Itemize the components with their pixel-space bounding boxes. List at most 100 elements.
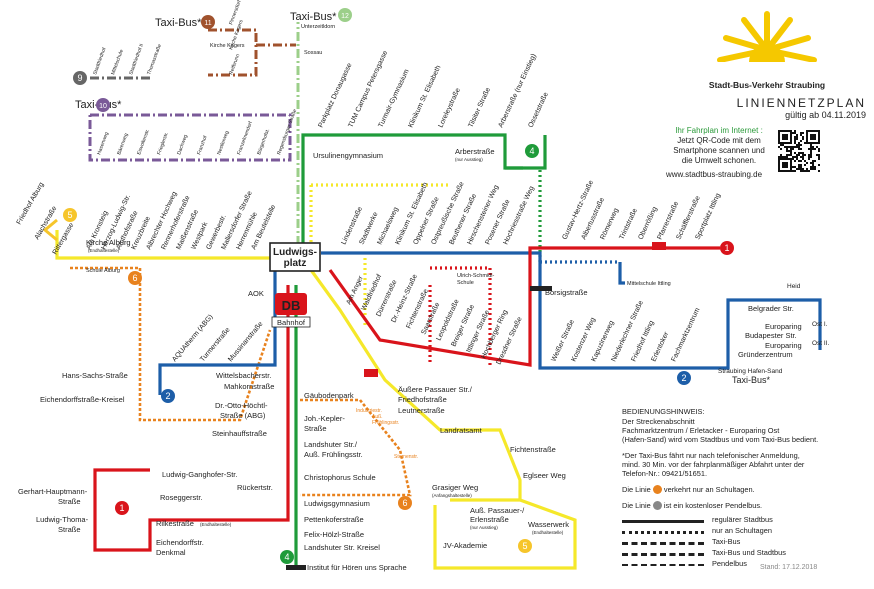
qr-module xyxy=(818,138,820,140)
east-stop-9: Hochriesstraße Weg xyxy=(502,185,535,246)
internet-line-2: Smartphone scannen und xyxy=(673,146,765,155)
qr-module xyxy=(782,144,784,146)
qr-module xyxy=(784,162,786,164)
qr-module xyxy=(790,142,792,144)
qr-module xyxy=(808,154,810,156)
qr-module xyxy=(778,138,780,140)
qr-module xyxy=(808,156,810,158)
qr-module xyxy=(810,166,812,168)
stop-mittelschule: Mittelschule Ittling xyxy=(627,281,671,287)
stop-kepler: Joh.-Kepler-Straße xyxy=(304,414,345,433)
qr-module xyxy=(780,170,782,172)
legend: regulärer Stadtbus nur an Schultagen Tax… xyxy=(622,515,852,570)
east-stop-labels: LindenstraßeStadtwerkeMichaelswegKliniku… xyxy=(340,181,535,246)
stop-fichten: Fichtenstraße xyxy=(510,445,556,454)
legend-label: nur an Schultagen xyxy=(712,526,772,535)
qr-module xyxy=(784,166,786,168)
qr-module xyxy=(798,148,800,150)
qr-module xyxy=(812,134,814,136)
qr-module xyxy=(778,162,780,164)
qr-module xyxy=(814,136,816,138)
qr-module xyxy=(812,146,814,148)
qr-module xyxy=(778,136,780,138)
green-stop-3: Klinikum St. Elisabeth xyxy=(407,64,442,128)
qr-module xyxy=(786,142,788,144)
qr-module xyxy=(788,142,790,144)
qr-module xyxy=(778,164,780,166)
line-badge-circle-4 xyxy=(280,550,294,564)
qr-module xyxy=(790,164,792,166)
qr-module xyxy=(778,140,780,142)
stop-felix-hoelzl: Felix-Hölzl-Straße xyxy=(304,530,364,539)
qr-module xyxy=(812,160,814,162)
qr-module xyxy=(790,146,792,148)
qr-module xyxy=(780,148,782,150)
sun-logo xyxy=(704,11,830,100)
line-badge-circle-12 xyxy=(338,8,352,22)
taxi10-stop-3: Frieglerstr. xyxy=(156,131,170,155)
website-link[interactable]: www.stadtbus-straubing.de xyxy=(666,170,763,179)
qr-module xyxy=(782,162,784,164)
stop-hauptmann-l2: Straße xyxy=(58,497,81,506)
qr-module xyxy=(802,152,804,154)
qr-module xyxy=(802,154,804,156)
qr-module xyxy=(778,132,780,134)
line-6-route xyxy=(70,266,412,497)
qr-module xyxy=(810,144,812,146)
line-badge-5: 5 xyxy=(522,541,527,551)
stop-belgrader: Belgrader Str. xyxy=(748,304,794,313)
qr-module xyxy=(814,160,816,162)
qr-module xyxy=(786,134,788,136)
stop-landshuter-fruehling: Landshuter Str./Auß. Frühlingsstr. xyxy=(304,440,363,459)
stop-budapester: Budapester Str. xyxy=(745,331,797,340)
qr-module xyxy=(802,156,804,158)
qr-module xyxy=(794,146,796,148)
qr-module xyxy=(790,158,792,160)
stop-christophorus: Christophorus Schule xyxy=(304,473,376,482)
qr-module xyxy=(808,130,810,132)
stop-thoma: Ludwig-Thoma-Straße xyxy=(36,515,89,534)
hints-p1: Der Streckenabschnitt Fachmarktzentrum /… xyxy=(622,417,819,444)
qr-module xyxy=(790,132,792,134)
internet-line-3: die Umwelt schonen. xyxy=(681,156,757,165)
qr-module xyxy=(808,142,810,144)
stop-sternenstr: Sternenstr. xyxy=(394,454,418,460)
qr-module xyxy=(798,142,800,144)
line-badge-circle-2 xyxy=(161,389,175,403)
qr-module xyxy=(800,160,802,162)
qr-module xyxy=(810,168,812,170)
qr-module xyxy=(800,168,802,170)
line-badge-12: 12 xyxy=(341,13,349,20)
qr-module xyxy=(812,130,814,132)
qr-module xyxy=(784,158,786,160)
taxi9-stop-2: Stadtfriedhof II xyxy=(128,43,145,76)
qr-module xyxy=(778,160,780,162)
qr-module xyxy=(790,166,792,168)
stop-schule-alburg: Schule Alburg xyxy=(86,268,120,274)
qr-module xyxy=(808,148,810,150)
qr-module xyxy=(798,160,800,162)
qr-module xyxy=(804,164,806,166)
stop-kepler-l2: Straße xyxy=(304,424,327,433)
taxi9-stop-3: Thomasstraße xyxy=(146,43,163,76)
qr-module xyxy=(794,152,796,154)
stop-wittelsbacher: Wittelsbacherstr. xyxy=(216,371,271,380)
qr-text: Ihr Fahrplan im Internet : Jetzt QR-Code… xyxy=(666,126,772,166)
qr-module xyxy=(784,156,786,158)
qr-module xyxy=(816,146,818,148)
stop-thoma-l2: Straße xyxy=(58,525,81,534)
stop-eichendorff-denkmal: Eichendorffstr.Denkmal xyxy=(156,538,204,557)
qr-module xyxy=(786,146,788,148)
qr-module xyxy=(786,158,788,160)
qr-module xyxy=(792,156,794,158)
stop-eichendorff-kreisel: Eichendorffstraße-Kreisel xyxy=(40,395,125,404)
qr-code-icon[interactable] xyxy=(778,130,820,172)
qr-module xyxy=(784,164,786,166)
brand-name: Stadt-Bus-Verkehr Straubing xyxy=(708,80,826,90)
qr-module xyxy=(814,168,816,170)
line-9-dot-icon xyxy=(652,501,662,510)
db-small-1 xyxy=(364,369,378,377)
qr-module xyxy=(810,154,812,156)
